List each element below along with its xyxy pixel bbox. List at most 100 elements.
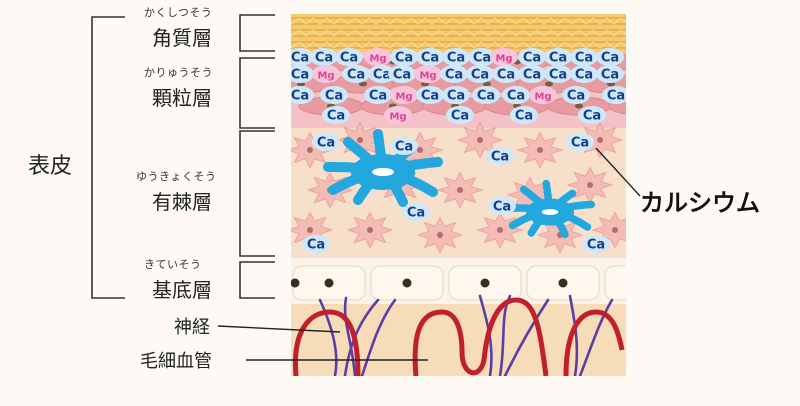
melanocyte-small-nucleus [541, 209, 559, 215]
svg-text:Ca: Ca [601, 51, 619, 66]
spinous-nucleus [357, 137, 363, 143]
corneum-pattern [438, 17, 454, 49]
svg-text:Mg: Mg [534, 92, 551, 103]
svg-text:Ca: Ca [497, 68, 515, 83]
spinous-cell [591, 211, 626, 249]
corneum-pattern [326, 17, 342, 49]
corneum-pattern [382, 17, 398, 49]
svg-text:Ca: Ca [373, 68, 391, 83]
svg-text:Ca: Ca [393, 68, 411, 83]
svg-text:Ca: Ca [447, 51, 465, 66]
calcium-ion: Ca [416, 48, 444, 66]
svg-text:Mg: Mg [369, 54, 386, 65]
svg-text:Ca: Ca [601, 68, 619, 83]
corneum-label: 角質層 [152, 26, 212, 50]
nerve-pointer-line [217, 325, 341, 333]
corneum-pattern [466, 17, 482, 49]
melanocyte-large-nucleus [372, 168, 394, 176]
calcium-ion: Ca [442, 86, 470, 104]
svg-text:Ca: Ca [395, 51, 413, 66]
corneum-pattern [410, 17, 426, 49]
basale-ruby: きていそう [144, 258, 202, 271]
svg-text:Ca: Ca [515, 109, 533, 124]
corneum-pattern [508, 17, 524, 49]
svg-text:Ca: Ca [317, 136, 335, 151]
svg-text:Ca: Ca [493, 200, 511, 215]
svg-text:Ca: Ca [523, 51, 541, 66]
calcium-ion: Ca [602, 86, 626, 104]
calcium-ion: Ca [488, 197, 516, 215]
corneum-pattern [480, 17, 496, 49]
basal-nucleus [402, 278, 412, 288]
nerve-fiber [343, 296, 357, 376]
calcium-ion: Ca [486, 147, 514, 165]
nerve-fiber [360, 298, 397, 376]
granular-nucleus [575, 103, 583, 109]
svg-text:Mg: Mg [419, 71, 436, 82]
basale-bracket [239, 261, 275, 299]
svg-text:Ca: Ca [327, 109, 345, 124]
calcium-ion: Ca [596, 48, 624, 66]
corneum-pattern [340, 17, 356, 49]
corneum-pattern [578, 17, 594, 49]
granular-nucleus [545, 81, 553, 87]
calcium-ion: Ca [310, 48, 338, 66]
nerve-fiber [318, 298, 338, 376]
svg-text:Ca: Ca [421, 51, 439, 66]
calcium-ion: Ca [390, 48, 418, 66]
corneum-pattern [522, 17, 538, 49]
calcium-ion: Ca [582, 235, 610, 253]
svg-text:Ca: Ca [421, 89, 439, 104]
svg-text:Ca: Ca [407, 206, 425, 221]
calcium-ion: Ca [291, 86, 314, 104]
calcium-ion: Ca [342, 65, 370, 83]
granular-nucleus [637, 60, 645, 65]
calcium-ion: Ca [570, 48, 598, 66]
spinosum-ruby: ゆうきょくそう [136, 170, 217, 183]
svg-text:Ca: Ca [575, 68, 593, 83]
svg-text:Mg: Mg [389, 112, 406, 123]
svg-text:Ca: Ca [447, 89, 465, 104]
calcium-ion: Ca [390, 137, 418, 155]
svg-text:Ca: Ca [347, 68, 365, 83]
corneum-pattern [592, 17, 608, 49]
calcium-ion: Ca [291, 65, 314, 83]
calcium-pointer-line [595, 147, 641, 197]
calcium-ion: Ca [544, 65, 572, 83]
calcium-ion: Ca [416, 86, 444, 104]
nerve-fiber [343, 298, 380, 376]
basale-label: 基底層 [152, 278, 212, 302]
capillary-label: 毛細血管 [140, 351, 212, 372]
granular-nucleus [637, 104, 645, 109]
basal-nucleus [324, 278, 334, 288]
corneum-bracket [239, 14, 275, 52]
calcium-ion: Ca [320, 86, 348, 104]
calcium-ion: Ca [472, 86, 500, 104]
magnesium-ion: Mg [364, 48, 392, 66]
calcium-ion: Ca [570, 65, 598, 83]
nerve-fiber [568, 294, 579, 376]
calcium-ion: Ca [562, 86, 590, 104]
magnesium-ion: Mg [529, 86, 557, 104]
corneum-pattern [312, 17, 328, 49]
calcium-ion: Ca [302, 235, 330, 253]
corneum-pattern [368, 17, 384, 49]
magnesium-ion: Mg [384, 106, 412, 124]
spinous-nucleus [307, 227, 313, 233]
corneum-pattern [564, 17, 580, 49]
magnesium-ion: Mg [312, 65, 340, 83]
svg-text:Ca: Ca [523, 68, 541, 83]
svg-text:Ca: Ca [307, 238, 325, 253]
calcium-ion: Ca [510, 106, 538, 124]
nerve-label: 神経 [174, 317, 210, 338]
calcium-ion: Ca [518, 48, 546, 66]
granulosum-ruby: かりゅうそう [144, 66, 213, 79]
calcium-ion: Ca [502, 86, 530, 104]
spinous-nucleus [457, 187, 463, 193]
calcium-ion: Ca [368, 65, 396, 83]
calcium-ion: Ca [578, 106, 606, 124]
svg-text:Mg: Mg [317, 71, 334, 82]
svg-text:Ca: Ca [571, 136, 589, 151]
